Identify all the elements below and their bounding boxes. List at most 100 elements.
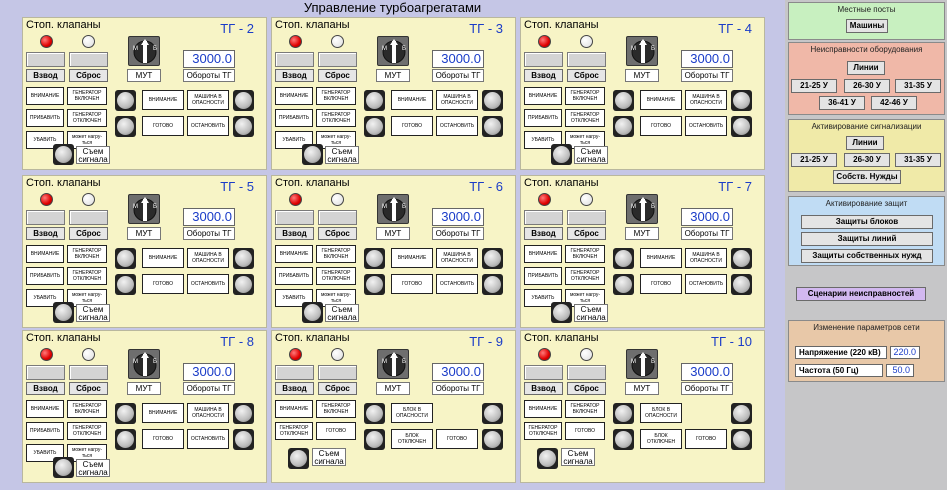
arm-button[interactable]: Взвод: [524, 69, 563, 82]
signal-block-danger: БЛОК В ОПАСНОСТИ: [391, 403, 433, 423]
reset-button[interactable]: Сброс: [69, 227, 108, 240]
round-button[interactable]: [233, 274, 254, 295]
arm-button[interactable]: Взвод: [275, 382, 314, 395]
round-button[interactable]: [115, 429, 136, 450]
frequency-field[interactable]: 50.0: [886, 364, 914, 377]
alarms-21-25-button[interactable]: 21-25 У: [791, 153, 837, 167]
round-button[interactable]: [115, 274, 136, 295]
faults-42-46-button[interactable]: 42-46 У: [871, 96, 917, 110]
mut-key-switch[interactable]: М Б: [377, 194, 409, 224]
alarms-own-needs-button[interactable]: Собств. Нужды: [833, 170, 901, 184]
reset-button[interactable]: Сброс: [567, 382, 606, 395]
remove-signal-button[interactable]: [551, 144, 572, 165]
alarms-title: Активирование сигнализации: [811, 122, 922, 131]
remove-signal-button[interactable]: [53, 144, 74, 165]
round-button[interactable]: [364, 116, 385, 137]
arm-button[interactable]: Взвод: [275, 69, 314, 82]
mut-key-switch[interactable]: М Б: [626, 36, 658, 66]
round-button[interactable]: [731, 90, 752, 111]
round-button[interactable]: [115, 90, 136, 111]
faults-lines-button[interactable]: Линии: [847, 61, 885, 75]
round-button[interactable]: [115, 403, 136, 424]
reset-button[interactable]: Сброс: [318, 382, 357, 395]
round-button[interactable]: [364, 403, 385, 424]
turbine-name: ТГ - 10: [711, 334, 752, 349]
mut-key-switch[interactable]: М Б: [377, 36, 409, 66]
faults-31-35-button[interactable]: 31-35 У: [895, 79, 941, 93]
round-button[interactable]: [482, 248, 503, 269]
round-button[interactable]: [482, 116, 503, 137]
frequency-label: Частота (50 Гц): [795, 364, 883, 377]
remove-signal-button[interactable]: [53, 302, 74, 323]
round-button[interactable]: [233, 429, 254, 450]
arm-indicator: [275, 365, 314, 380]
arm-button[interactable]: Взвод: [275, 227, 314, 240]
alarms-31-35-button[interactable]: 31-35 У: [895, 153, 941, 167]
mut-key-switch[interactable]: М Б: [128, 349, 160, 379]
mut-key-switch[interactable]: М Б: [626, 194, 658, 224]
reset-button[interactable]: Сброс: [567, 69, 606, 82]
alarms-lines-button[interactable]: Линии: [846, 136, 884, 150]
arm-button[interactable]: Взвод: [524, 227, 563, 240]
round-button[interactable]: [482, 403, 503, 424]
round-button[interactable]: [233, 116, 254, 137]
remove-signal-button[interactable]: [551, 302, 572, 323]
round-button[interactable]: [233, 403, 254, 424]
line-protection-button[interactable]: Защиты линий: [801, 232, 933, 246]
round-button[interactable]: [364, 90, 385, 111]
round-button[interactable]: [613, 116, 634, 137]
round-button[interactable]: [613, 403, 634, 424]
mut-key-switch[interactable]: М Б: [626, 349, 658, 379]
round-button[interactable]: [731, 274, 752, 295]
remove-signal-button[interactable]: [537, 448, 558, 469]
reset-button[interactable]: Сброс: [567, 227, 606, 240]
remove-signal-button[interactable]: [53, 457, 74, 478]
remove-signal-button[interactable]: [302, 302, 323, 323]
machines-button[interactable]: Машины: [846, 19, 888, 33]
round-button[interactable]: [482, 429, 503, 450]
remove-signal-button[interactable]: [288, 448, 309, 469]
round-button[interactable]: [613, 90, 634, 111]
round-button[interactable]: [731, 429, 752, 450]
round-button[interactable]: [482, 274, 503, 295]
faults-36-41-button[interactable]: 36-41 У: [819, 96, 865, 110]
round-button[interactable]: [364, 429, 385, 450]
round-button[interactable]: [115, 248, 136, 269]
reset-button[interactable]: Сброс: [69, 69, 108, 82]
mut-key-switch[interactable]: М Б: [377, 349, 409, 379]
fault-scenarios-button[interactable]: Сценарии неисправностей: [796, 287, 926, 301]
round-button[interactable]: [731, 116, 752, 137]
round-button[interactable]: [613, 429, 634, 450]
round-button[interactable]: [731, 403, 752, 424]
round-button[interactable]: [731, 248, 752, 269]
round-button[interactable]: [482, 90, 503, 111]
reset-button[interactable]: Сброс: [318, 69, 357, 82]
round-button[interactable]: [115, 116, 136, 137]
arm-button[interactable]: Взвод: [26, 69, 65, 82]
arm-button[interactable]: Взвод: [26, 227, 65, 240]
signal-block-off: БЛОК ОТКЛЮЧЕН: [391, 429, 433, 449]
reset-button[interactable]: Сброс: [318, 227, 357, 240]
faults-26-30-button[interactable]: 26-30 У: [844, 79, 890, 93]
round-button[interactable]: [613, 274, 634, 295]
voltage-field[interactable]: 220.0: [890, 346, 920, 359]
round-button[interactable]: [364, 248, 385, 269]
round-button[interactable]: [364, 274, 385, 295]
mut-key-switch[interactable]: М Б: [128, 36, 160, 66]
remove-signal-label: Съем сигнала: [312, 448, 346, 466]
valve-lamp-white: [580, 193, 593, 206]
alarms-26-30-button[interactable]: 26-30 У: [844, 153, 890, 167]
remove-signal-button[interactable]: [302, 144, 323, 165]
remove-signal-label: Съем сигнала: [76, 459, 110, 477]
remove-signal-label: Съем сигнала: [574, 146, 608, 164]
faults-21-25-button[interactable]: 21-25 У: [791, 79, 837, 93]
block-protection-button[interactable]: Защиты блоков: [801, 215, 933, 229]
round-button[interactable]: [233, 90, 254, 111]
round-button[interactable]: [613, 248, 634, 269]
round-button[interactable]: [233, 248, 254, 269]
mut-key-switch[interactable]: М Б: [128, 194, 160, 224]
own-needs-protection-button[interactable]: Защиты собственных нужд: [801, 249, 933, 263]
reset-button[interactable]: Сброс: [69, 382, 108, 395]
arm-button[interactable]: Взвод: [524, 382, 563, 395]
arm-button[interactable]: Взвод: [26, 382, 65, 395]
